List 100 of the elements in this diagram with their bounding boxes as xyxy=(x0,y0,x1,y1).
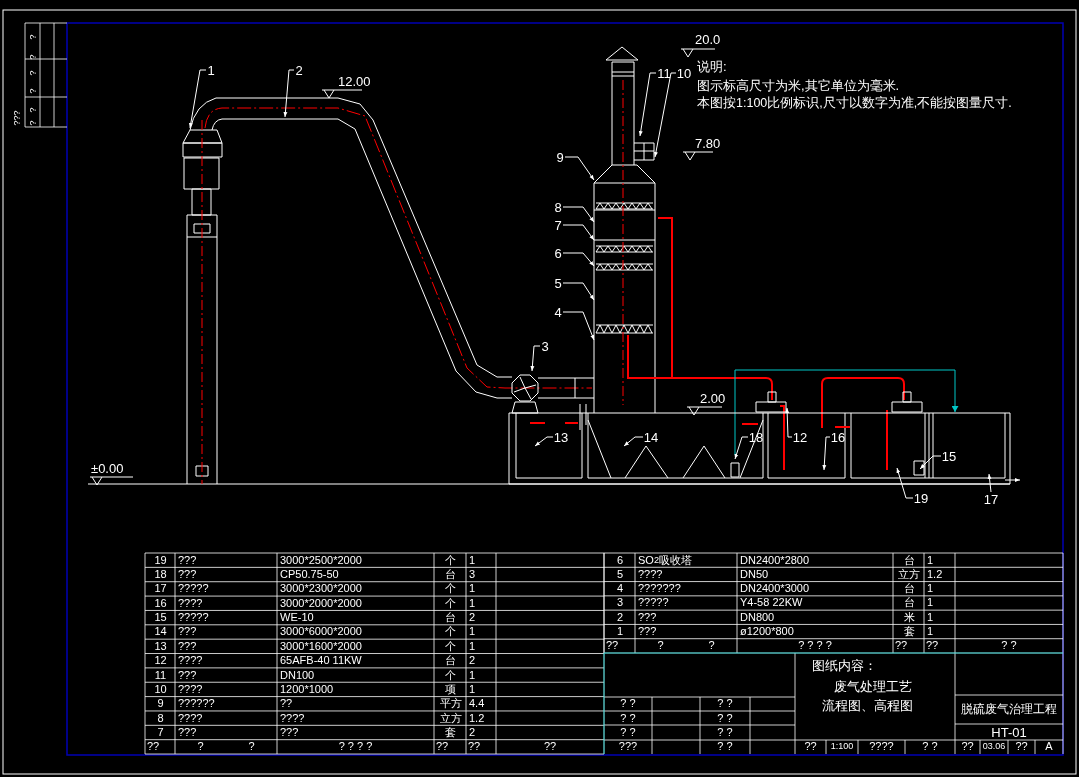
title-block-text: 1:100 xyxy=(829,740,855,754)
title-block-text: 流程图、高程图 xyxy=(821,696,914,714)
leader-line xyxy=(734,436,749,460)
item-quantity: 1.2 xyxy=(469,711,486,725)
item-spec: 3000*2000*2000 xyxy=(280,597,363,610)
item-unit: 个 xyxy=(444,640,457,653)
item-quantity: 1 xyxy=(927,596,935,610)
title-block-text: ? ? xyxy=(716,697,734,710)
item-name: ???? xyxy=(178,683,204,696)
header-text: ?? xyxy=(895,639,909,652)
callout-number: 14 xyxy=(643,430,659,444)
title-block-text: ? ? xyxy=(619,726,637,739)
item-number: 13 xyxy=(153,640,168,653)
note-text: 本图按1:100比例标识,尺寸以数字为准,不能按图量尺寸. xyxy=(697,95,1013,111)
item-unit: 立方 xyxy=(897,568,921,581)
item-name: ???? xyxy=(638,568,664,581)
item-quantity: 2 xyxy=(469,726,477,739)
leader-line xyxy=(623,436,644,447)
item-name: ??? xyxy=(178,568,198,581)
title-block-text: ? ? xyxy=(716,726,734,739)
callout-number: 17 xyxy=(983,492,999,506)
callout-number: 7 xyxy=(553,218,563,232)
item-quantity: 2 xyxy=(469,654,477,667)
item-name: ???? xyxy=(178,597,204,610)
item-number: 3 xyxy=(615,596,625,610)
callout-number: 13 xyxy=(553,430,569,444)
leader-line xyxy=(562,282,595,301)
item-spec: 1200*1000 xyxy=(280,683,335,696)
item-spec: 65AFB-40 11KW xyxy=(280,654,363,667)
leader-line xyxy=(188,69,207,129)
callout-number: 11 xyxy=(656,66,672,80)
header-text: ? ? ? ? xyxy=(337,740,374,754)
item-number: 16 xyxy=(153,597,168,610)
callout-number: 12 xyxy=(792,430,808,444)
item-spec: CP50.75-50 xyxy=(280,568,340,581)
item-spec: 3000*6000*2000 xyxy=(280,625,363,639)
item-quantity: 1.2 xyxy=(927,568,944,581)
item-name: ??? xyxy=(178,726,198,739)
title-block-text: ?? xyxy=(1014,740,1029,754)
item-spec: WE-10 xyxy=(280,611,315,624)
stamp-text: ? xyxy=(27,119,39,128)
header-text: ? xyxy=(656,639,665,652)
item-unit: 台 xyxy=(902,554,916,567)
item-spec: DN2400*2800 xyxy=(740,554,811,567)
item-unit: 台 xyxy=(902,582,916,595)
item-unit: 米 xyxy=(902,611,916,624)
leader-line xyxy=(562,206,595,223)
stamp-text: ? xyxy=(27,33,39,42)
item-unit: 项 xyxy=(444,683,457,696)
callout-number: 5 xyxy=(553,276,563,290)
item-spec: DN100 xyxy=(280,668,316,682)
item-spec: 3000*2500*2000 xyxy=(280,554,363,567)
item-number: 5 xyxy=(615,568,625,581)
item-quantity: 1 xyxy=(469,597,477,610)
stamp-text: ? xyxy=(27,87,39,96)
item-name: ????? xyxy=(638,596,670,610)
item-name: ??????? xyxy=(638,582,682,595)
title-block-text: ? ? xyxy=(716,740,734,754)
item-quantity: 1 xyxy=(927,611,935,624)
item-unit: 个 xyxy=(444,625,457,639)
item-spec: ??? xyxy=(280,726,300,739)
item-number: 4 xyxy=(615,582,625,595)
item-number: 6 xyxy=(615,554,625,567)
leader-line xyxy=(562,224,595,241)
title-block-text: ? ? xyxy=(619,711,637,725)
item-quantity: 1 xyxy=(469,683,477,696)
item-unit: 套 xyxy=(444,726,457,739)
item-number: 8 xyxy=(156,711,165,725)
item-quantity: 1 xyxy=(927,625,935,638)
item-quantity: 3 xyxy=(469,568,477,581)
item-name: ???? xyxy=(178,654,204,667)
title-block-text: ?? xyxy=(803,740,818,754)
title-block-text: 图纸内容： xyxy=(812,656,878,674)
item-name: ??? xyxy=(638,611,658,624)
note-text: 图示标高尺寸为米,其它单位为毫米. xyxy=(697,77,901,93)
item-name: ????? xyxy=(178,582,210,596)
item-spec: ø1200*800 xyxy=(740,625,795,638)
leader-line xyxy=(562,311,595,341)
item-spec: Y4-58 22KW xyxy=(740,596,804,610)
leader-line xyxy=(919,455,942,470)
item-unit: 立方 xyxy=(438,711,463,725)
item-name: ??? xyxy=(178,668,198,682)
item-number: 7 xyxy=(156,726,165,739)
item-quantity: 1 xyxy=(469,625,477,639)
item-number: 18 xyxy=(153,568,168,581)
header-text: ?? xyxy=(926,639,940,652)
callout-number: 3 xyxy=(540,339,550,353)
elevation-label: 20.0 xyxy=(695,31,722,47)
callout-number: 4 xyxy=(553,305,563,319)
item-number: 10 xyxy=(153,683,168,696)
item-unit: 个 xyxy=(444,582,457,596)
title-block-text: A xyxy=(1044,740,1054,754)
leader-line xyxy=(283,69,295,118)
item-spec: 3000*1600*2000 xyxy=(280,640,363,653)
item-quantity: 1 xyxy=(469,554,477,567)
leader-line xyxy=(564,156,595,181)
title-block-text: 脱硫废气治理工程 xyxy=(960,701,1058,717)
item-spec: ?? xyxy=(280,697,294,710)
item-name: ??? xyxy=(178,625,198,639)
item-number: 19 xyxy=(153,554,168,567)
